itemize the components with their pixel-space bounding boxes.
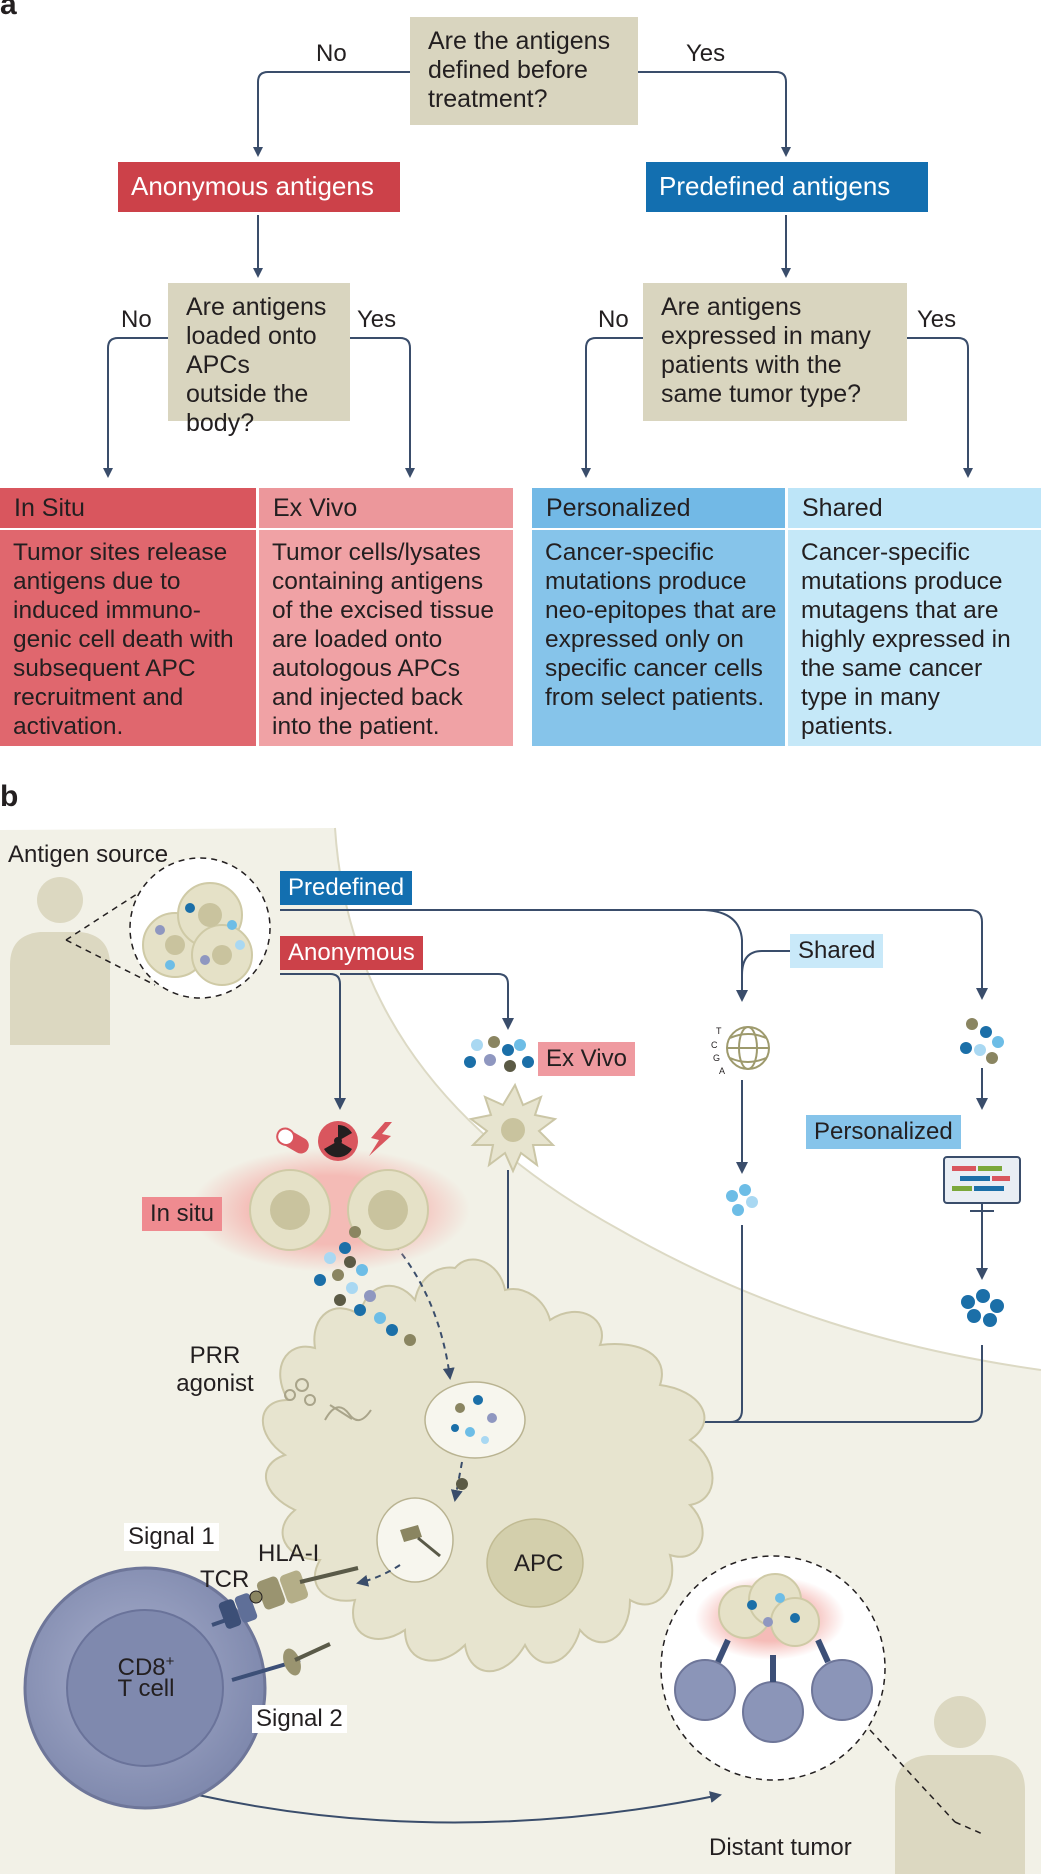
patient-silhouette-icon [10,877,110,1045]
chemotherapy-pill-icon [276,1127,309,1154]
top-no-label: No [316,40,347,67]
arrow-left-no [103,337,168,478]
prr-agonist-label: PRR agonist [176,1342,254,1397]
distant-patient-silhouette-icon [895,1696,1025,1874]
prr-agonist-icon [284,1378,372,1421]
apc-cell-icon [261,1258,714,1673]
flowchart-connectors [103,71,973,478]
right-yes-label: Yes [917,306,957,333]
hla-i-label: HLA-I [258,1540,320,1567]
personalized-antigens [961,1289,1004,1327]
arrow-left-yes [350,337,415,478]
cd8-superscript: + [165,1653,175,1670]
in-situ-label: In situ [142,1197,223,1231]
tcr-hla-complex-icon [211,1566,359,1629]
left-yes-label: Yes [357,306,397,333]
ex-vivo-description: Tumor cells/lysates containing antigens … [259,530,513,746]
shared-antigens [726,1184,758,1216]
signal-1-label: Signal 1 [124,1523,219,1551]
ex-vivo-label: Ex Vivo [538,1042,635,1076]
apc-label: APC [514,1550,564,1577]
ex-vivo-antigens [464,1036,534,1072]
arrow-top-yes [638,71,791,157]
left-no-label: No [121,306,152,333]
in-situ-header: In Situ [0,488,256,528]
top-yes-label: Yes [686,40,726,67]
arrow-right-yes [907,337,973,478]
shared-description: Cancer-specific mutations produce mutage… [788,530,1041,746]
predefined-antigens-cluster [960,1018,1004,1064]
arrow-top-no [253,71,410,157]
dna-letter-c: C [711,1040,718,1050]
tcr-label: TCR [200,1566,250,1593]
costimulatory-signal-icon [231,1642,331,1682]
anonymous-antigens-box: Anonymous antigens [118,162,400,212]
t-cell-label: T cell [117,1675,175,1702]
in-situ-description: Tumor sites release antigens due to indu… [0,530,256,746]
radiation-icon [318,1121,358,1161]
ex-vivo-header: Ex Vivo [259,488,513,528]
dna-letter-t: T [716,1026,722,1036]
signal-2-label: Signal 2 [252,1705,347,1733]
dna-letter-a: A [719,1066,725,1076]
top-question-box: Are the antigens defined before treatmen… [410,17,638,125]
mechanism-illustration: T C G A [0,827,1041,1874]
genome-globe-icon [726,1026,770,1070]
shared-label: Shared [790,934,884,968]
antigen-source-label: Antigen source [8,841,169,868]
anonymous-label: Anonymous [280,936,423,970]
predefined-label: Predefined [280,871,413,905]
right-question-box: Are antigens expressed in many patients … [643,283,907,421]
in-situ-tumor-cells-icon [249,1169,429,1251]
shared-header: Shared [788,488,1041,528]
left-question-box: Are antigens loaded onto APCs outside th… [168,283,350,437]
dna-letter-g: G [713,1053,720,1063]
predefined-antigens-box: Predefined antigens [646,162,928,212]
arrow-right-no [581,337,643,478]
sequencing-computer-icon [943,1156,1021,1212]
released-antigens [314,1226,416,1346]
right-no-label: No [598,306,629,333]
personalized-label: Personalized [806,1115,961,1149]
personalized-description: Cancer-specific mutations produce neo-ep… [532,530,785,746]
panel-b-letter: b [0,780,19,813]
cd8-text: CD8 [117,1654,166,1681]
cd8-label: CD8+ [100,1648,192,1682]
personalized-header: Personalized [532,488,785,528]
lightning-icon [369,1122,392,1156]
distant-tumor-label: Distant tumor [709,1834,852,1861]
panel-a-letter: a [0,0,17,21]
